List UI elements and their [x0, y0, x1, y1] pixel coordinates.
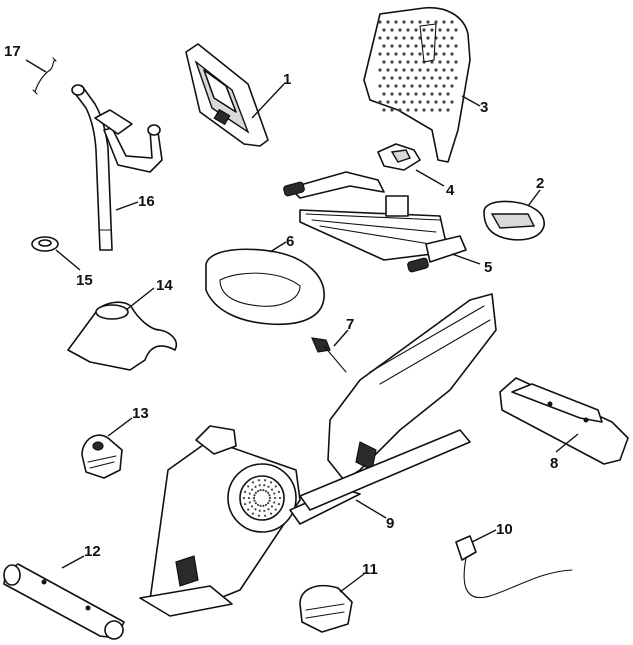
callout-2: 2	[536, 175, 544, 192]
part-5-seat-frame	[283, 171, 467, 273]
part-14-shroud	[67, 301, 178, 371]
callout-3: 3	[480, 99, 488, 116]
part-8-front-stabilizer	[499, 377, 629, 465]
part-16-handlebar-post	[71, 84, 163, 251]
part-6-seat-cushion	[205, 248, 325, 326]
part-2-pedal	[483, 200, 545, 241]
callout-17: 17	[4, 43, 21, 60]
callout-14: 14	[156, 277, 173, 294]
part-15-grommet	[31, 236, 59, 252]
callout-11: 11	[362, 561, 378, 578]
part-11-pedal	[299, 584, 353, 633]
part-10-power-adapter	[455, 535, 573, 599]
part-12-stabilizer	[3, 563, 125, 640]
part-4-adjustment-handle	[377, 143, 421, 171]
flywheel-vent-pattern	[242, 479, 282, 517]
part-7-knob	[311, 337, 347, 373]
part-17-clip	[32, 57, 57, 95]
callout-8: 8	[550, 455, 558, 472]
callout-labels: 1 2 3 4 5 6 7 8 9 10 11 12 13 14 15 16 1…	[4, 43, 558, 578]
callout-12: 12	[84, 543, 101, 560]
callout-13: 13	[132, 405, 149, 422]
callout-6: 6	[286, 233, 294, 250]
callout-5: 5	[484, 259, 492, 276]
part-1-console	[185, 43, 269, 147]
callout-4: 4	[446, 182, 455, 199]
callout-1: 1	[283, 71, 291, 88]
callout-10: 10	[496, 521, 513, 538]
callout-7: 7	[346, 316, 354, 333]
leader-lines	[25, 59, 579, 593]
part-9-main-frame	[139, 293, 497, 617]
callout-15: 15	[76, 272, 93, 289]
callout-9: 9	[386, 515, 394, 532]
part-3-seat-back	[363, 7, 471, 163]
seat-back-vent-pattern	[378, 20, 458, 112]
part-13-pedal-assembly	[81, 434, 123, 479]
callout-16: 16	[138, 193, 155, 210]
